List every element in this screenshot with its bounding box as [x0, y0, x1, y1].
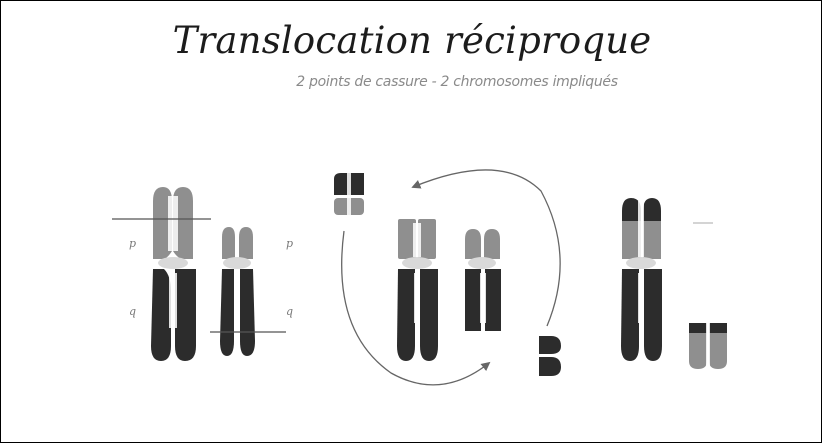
label-q-right: q [286, 305, 293, 318]
chromatid-right-q [175, 269, 196, 361]
centromere [468, 257, 496, 269]
fragment-p-arm-broken [334, 173, 364, 215]
label-p-left: p [129, 237, 136, 250]
chromatid-right-p [239, 227, 253, 259]
chromatid-left-q [621, 269, 639, 361]
chromatid-left-q [465, 269, 481, 331]
chromatid-right-p-top [643, 198, 661, 221]
centromere [158, 257, 188, 269]
chromatid-right-p [643, 221, 661, 259]
chromosome-small-normal [220, 227, 255, 356]
chromatid-right-q [485, 269, 501, 331]
chromatid-left-q [220, 269, 234, 356]
chromosome-large-normal [151, 187, 196, 361]
centromere [223, 257, 251, 269]
chromosome-large-broken [397, 219, 438, 361]
chromatid-right-q [644, 269, 662, 361]
centromere [402, 257, 432, 269]
chromosome-small-derivative [689, 323, 727, 369]
chromatid-right-p [709, 333, 727, 369]
chromatid-left-p [689, 333, 707, 369]
centromere [626, 257, 656, 269]
chromatid-left-q [397, 269, 415, 361]
label-p-right: p [286, 237, 293, 250]
label-q-left: q [129, 305, 136, 318]
chromatid-left-p [222, 227, 235, 259]
chromatid-left-p [465, 229, 481, 259]
chromatid-right-top [709, 323, 727, 333]
chromatid-right-p [484, 229, 500, 259]
chromatid-right-q [420, 269, 438, 361]
chromatid-left-top [689, 323, 707, 333]
chromatid-right-q [240, 269, 255, 356]
chromosome-small-broken [465, 229, 501, 331]
chromatid-left-q [151, 269, 171, 361]
fragment-q-arm-broken [539, 336, 561, 376]
chromosome-large-derivative [621, 198, 662, 361]
